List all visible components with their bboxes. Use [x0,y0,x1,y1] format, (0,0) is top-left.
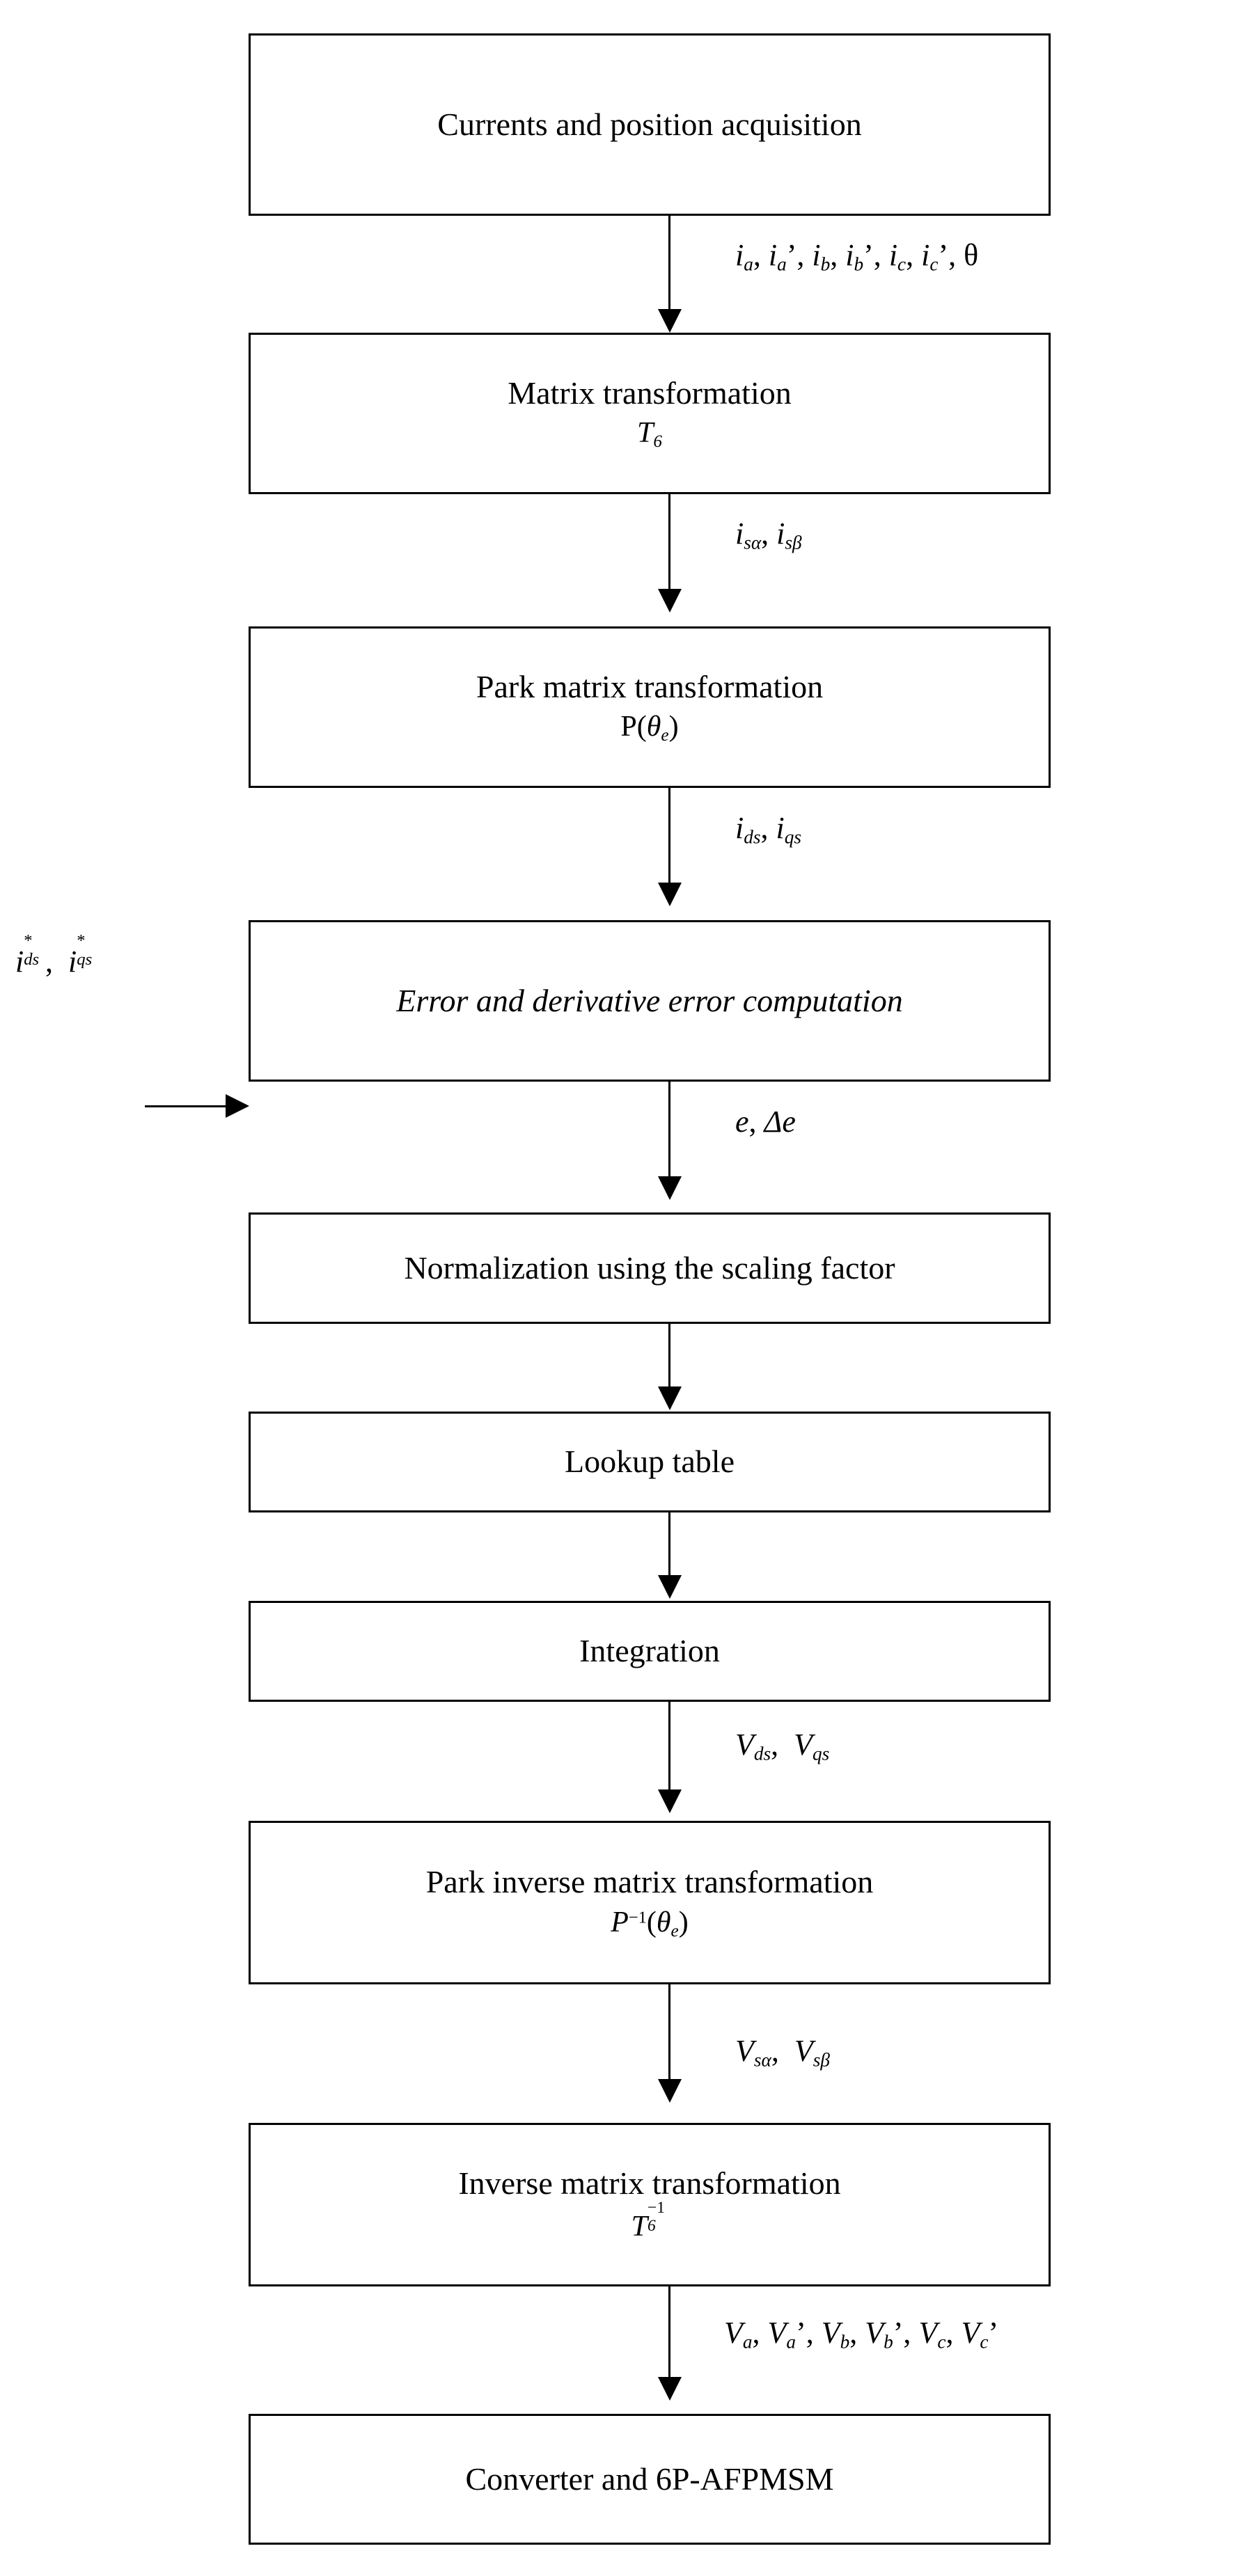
node-lookup-table[interactable]: Lookup table [249,1412,1051,1512]
connector-arrowhead-3 [658,883,682,906]
connector-arrowhead-7 [658,1789,682,1813]
node-formula: P(θe) [620,711,679,745]
node-label: Park inverse matrix transformation [425,1864,874,1900]
connector-arrowhead-6 [658,1575,682,1599]
connector-arrowhead-8 [658,2079,682,2103]
node-formula: T6 [637,417,662,452]
connector-line-9 [668,2286,670,2384]
node-label: Park matrix transformation [476,668,824,704]
connector-line-8 [668,1984,670,2086]
connector-line-4 [668,1082,670,1183]
edge-label-integration-to-park-inverse: Vds, Vqs [735,1728,830,1764]
node-label: Converter and 6P-AFPMSM [465,2460,834,2497]
connector-arrowhead-4 [658,1176,682,1200]
node-label: Normalization using the scaling factor [404,1249,895,1286]
node-park-inverse-matrix-transformation[interactable]: Park inverse matrix transformation P−1(θ… [249,1821,1051,1984]
node-converter-6p-afpmsm[interactable]: Converter and 6P-AFPMSM [249,2414,1051,2545]
connector-arrowhead-1 [658,309,682,333]
node-integration[interactable]: Integration [249,1601,1051,1702]
node-label: Error and derivative error computation [396,982,903,1018]
node-park-matrix-transformation[interactable]: Park matrix transformation P(θe) [249,626,1051,788]
edge-label-park-inverse-to-inverse: Vsα, Vsβ [735,2034,830,2071]
edge-label-park-to-error: ids, iqs [735,811,801,848]
connector-line-5 [668,1324,670,1393]
node-error-derivative-computation[interactable]: Error and derivative error computation [249,920,1051,1082]
node-normalization-scaling-factor[interactable]: Normalization using the scaling factor [249,1212,1051,1324]
connector-arrowhead-9 [658,2377,682,2401]
connector-line-6 [668,1512,670,1582]
node-label: Lookup table [565,1444,735,1480]
node-label: Integration [579,1633,720,1669]
connector-arrowhead-reference-input [226,1094,249,1118]
node-label: Matrix transformation [508,374,792,411]
node-label: Inverse matrix transformation [458,2165,841,2202]
connector-arrowhead-5 [658,1386,682,1410]
connector-arrowhead-2 [658,589,682,613]
connector-line-3 [668,788,670,890]
node-formula: P−1(θe) [611,1906,689,1941]
node-currents-position-acquisition[interactable]: Currents and position acquisition [249,33,1051,216]
connector-line-1 [668,216,670,317]
edge-label-matrix-to-park: isα, isβ [735,516,802,553]
connector-line-2 [668,494,670,596]
node-label: Currents and position acquisition [437,106,862,142]
edge-label-inverse-to-converter: Va, Va’, Vb, Vb’, Vc, Vc’ [724,2316,999,2353]
edge-label-acquisition-to-matrix: ia, ia’, ib, ib’, ic, ic’, θ [735,238,979,275]
node-matrix-transformation[interactable]: Matrix transformation T6 [249,333,1051,494]
connector-line-7 [668,1702,670,1796]
connector-line-reference-input [145,1105,227,1107]
edge-label-error-to-normalization: e, Δe [735,1105,796,1139]
